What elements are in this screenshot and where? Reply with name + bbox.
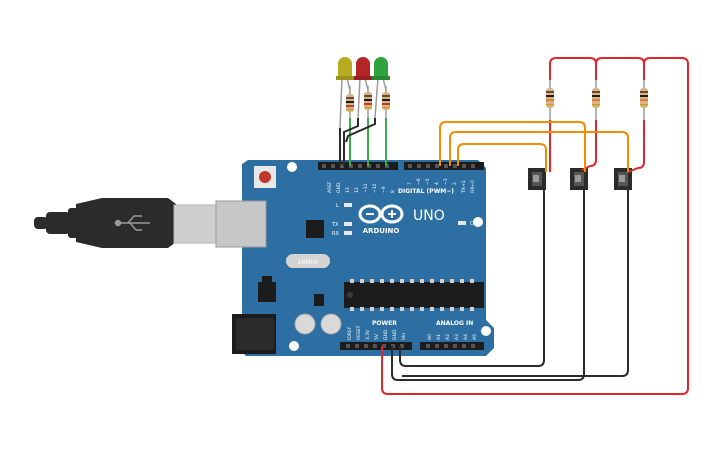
pin-label-a5: A5 <box>472 334 478 340</box>
arduino-board: 16MHz <box>215 160 494 356</box>
resistor-led-1 <box>346 86 354 118</box>
led-ground-wires <box>339 118 376 166</box>
capacitor-1 <box>294 313 316 335</box>
pin-label-a2: A2 <box>445 334 451 340</box>
usb-icon <box>114 215 150 231</box>
l-label: L <box>336 203 339 209</box>
pin-label-5v: 5V <box>374 333 380 340</box>
pin-label-5: ~5 <box>425 178 431 185</box>
power-jack <box>232 314 276 354</box>
pin-label-a1: A1 <box>436 334 442 340</box>
pin-label-a3: A3 <box>454 334 460 340</box>
reset-button[interactable] <box>254 166 276 188</box>
usb-cable <box>34 198 219 248</box>
yellow-led[interactable] <box>336 57 354 80</box>
pin-label-a0: A0 <box>427 334 433 340</box>
crystal: 16MHz <box>286 254 330 268</box>
pin-label-a4: A4 <box>463 334 469 340</box>
switches <box>528 168 632 190</box>
red-led[interactable] <box>354 57 372 80</box>
usb-jack <box>215 200 267 248</box>
pin-label-1: TX→1 <box>461 180 467 194</box>
slide-switch-2[interactable] <box>570 168 588 190</box>
usb-chip <box>306 220 324 238</box>
black-wires <box>391 188 629 381</box>
pin-label-3v3: 3.3V <box>365 329 371 340</box>
pin-label-vin: Vin <box>401 333 407 340</box>
voltage-regulator <box>258 282 276 302</box>
pin-label-reset: RESET <box>356 325 362 340</box>
pin-label-ioref: IOREF <box>347 326 353 340</box>
tx-label: TX <box>331 222 339 228</box>
resistor-switch-1 <box>546 80 554 120</box>
resistor-switch-3 <box>640 80 648 120</box>
pin-label-7: 7 <box>407 182 413 185</box>
digital-header-label: DIGITAL (PWM~) <box>398 188 454 195</box>
resistor-led-2 <box>364 86 372 118</box>
power-header-label: POWER <box>372 320 397 327</box>
pin-label-13: 13 <box>345 187 351 193</box>
pin-label-10: ~10 <box>372 183 378 193</box>
pin-label-2: 2 <box>452 182 458 185</box>
pin-label-11: ~11 <box>363 183 369 193</box>
pin-label-gnd: GND <box>336 182 342 193</box>
green-wires <box>349 118 387 166</box>
slide-switch-3[interactable] <box>614 168 632 190</box>
brand-label: ARDUINO <box>363 227 400 235</box>
pin-label-gnd-2: GND <box>392 329 398 340</box>
pin-label-aref: AREF <box>327 181 333 193</box>
resistor-switch-2 <box>592 80 600 120</box>
model-label: UNO <box>413 208 445 224</box>
slide-switch-1[interactable] <box>528 168 546 190</box>
pin-label-4: 4 <box>434 182 440 185</box>
pin-label-6: ~6 <box>416 178 422 185</box>
resistor-led-3 <box>382 86 390 118</box>
pin-label-0: RX←0 <box>470 180 476 193</box>
pin-label-gnd-1: GND <box>383 329 389 340</box>
green-led[interactable] <box>372 57 390 80</box>
led-resistors <box>346 86 390 118</box>
pin-label-9: ~9 <box>381 186 387 193</box>
capacitor-2 <box>320 313 342 335</box>
pin-label-3: ~3 <box>443 178 449 185</box>
power-header <box>340 342 484 350</box>
arduino-logo-icon <box>358 204 404 224</box>
analog-header-label: ANALOG IN <box>436 320 473 327</box>
pin-label-8: 8 <box>390 190 396 193</box>
microcontroller-chip <box>344 279 484 311</box>
orange-wires <box>439 121 629 172</box>
switch-resistors <box>546 80 648 120</box>
on-label: ON <box>470 221 478 227</box>
rx-label: RX <box>332 231 339 237</box>
red-wires <box>381 57 689 395</box>
svg-text:16MHz: 16MHz <box>298 259 318 266</box>
pin-label-12: 12 <box>354 187 360 193</box>
